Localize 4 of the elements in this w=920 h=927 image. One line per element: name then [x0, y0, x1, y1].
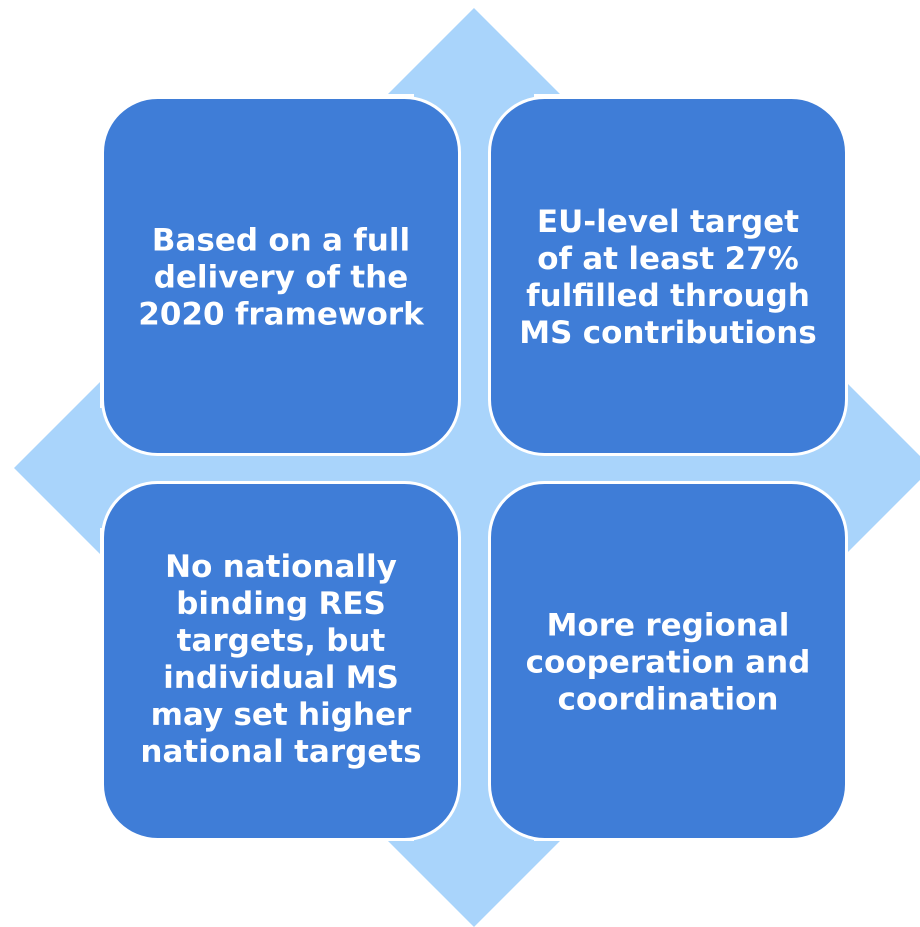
text-box: Based on a full delivery of the 2020 framework: [101, 96, 461, 456]
text-box: No nationally binding RES targets, but individual MS may set higher national targets: [101, 481, 461, 841]
text-box: EU-level target of at least 27% fulfilled through MS contributions: [488, 96, 848, 456]
text-box: More regional cooperation and coordination: [488, 481, 848, 841]
